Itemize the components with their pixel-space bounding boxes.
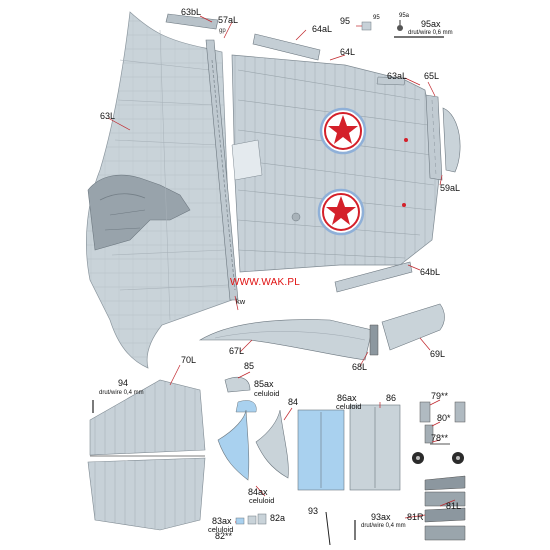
leader-lines <box>107 15 456 523</box>
label-68L: 68L <box>352 362 368 372</box>
label-81L: 81L <box>446 501 462 511</box>
label-95ax-sub: drut/wire 0,6 mm <box>408 30 453 36</box>
part-64bL <box>334 261 413 293</box>
label-64L: 64L <box>340 47 356 57</box>
label-95ax: 95ax <box>421 19 441 29</box>
label-57aL: 57aL <box>218 15 239 25</box>
label-64aL: 64aL <box>312 24 333 34</box>
part-95 <box>361 21 372 31</box>
label-95: 95 <box>340 16 351 26</box>
part-79 <box>419 401 466 423</box>
part-81R <box>424 507 466 541</box>
label-70L: 70L <box>181 355 197 365</box>
label-84ax-sub: celuloid <box>249 496 275 505</box>
label-79: 79** <box>431 391 449 401</box>
label-93: 93 <box>308 506 319 516</box>
part-59aL <box>442 107 461 173</box>
part-63aL <box>376 76 406 86</box>
part-84ax <box>217 409 250 481</box>
label-80: 80* <box>437 413 451 423</box>
label-57aL-gp: gp <box>219 28 226 34</box>
part-85ax <box>235 400 257 413</box>
part-63L <box>86 11 233 369</box>
label-95-top: 95 <box>373 15 380 21</box>
part-85 <box>224 377 251 393</box>
label-64bL: 64bL <box>420 267 441 277</box>
roundel-star-1 <box>319 107 367 155</box>
label-85: 85 <box>244 361 255 371</box>
label-63bL: 63bL <box>181 7 202 17</box>
label-82a: 82a <box>270 513 286 523</box>
part-64L <box>231 54 441 273</box>
part-57aL <box>205 39 239 301</box>
label-94: 94 <box>118 378 129 388</box>
label-83ax: 83ax <box>212 516 232 526</box>
label-85ax: 85ax <box>254 379 274 389</box>
label-93ax-sub: drut/wire 0,4 mm <box>361 523 406 529</box>
label-84ax: 84ax <box>248 487 268 497</box>
roundel-star-2 <box>317 188 365 236</box>
part-80 <box>424 424 434 444</box>
label-78: 78** <box>431 433 449 443</box>
part-84 <box>255 409 289 479</box>
label-93ax: 93ax <box>371 512 391 522</box>
label-85ax-sub: celuloid <box>254 389 280 398</box>
label-65L: 65L <box>424 71 440 81</box>
label-86ax-sub: celuloid <box>336 402 362 411</box>
part-65L <box>425 94 443 181</box>
part-70L <box>87 379 206 531</box>
label-kw: kw <box>236 297 246 306</box>
label-94-sub: drut/wire 0,4 mm <box>99 390 144 396</box>
part-63bL <box>165 13 219 30</box>
part-64aL <box>252 33 321 61</box>
part-69L <box>381 303 445 351</box>
label-67L: 67L <box>229 346 245 356</box>
wire-93 <box>325 511 331 546</box>
part-95a <box>397 20 403 31</box>
label-81R: 81R <box>407 512 424 522</box>
label-83ax-sub: celuloid <box>208 525 234 534</box>
part-81L <box>424 475 466 507</box>
part-67L <box>198 319 373 361</box>
part-78 <box>412 443 464 464</box>
label-69L: 69L <box>430 349 446 359</box>
label-86ax: 86ax <box>337 393 357 403</box>
label-95a: 95a <box>399 13 410 19</box>
part-82 <box>247 515 257 525</box>
label-63L: 63L <box>100 111 116 121</box>
part-83ax <box>235 517 245 525</box>
watermark: WWW.WAK.PL <box>230 277 300 288</box>
label-84: 84 <box>288 397 299 407</box>
part-68L <box>369 324 379 356</box>
part-82a <box>257 513 267 525</box>
label-86: 86 <box>386 393 397 403</box>
label-59aL: 59aL <box>440 183 461 193</box>
label-82: 82** <box>215 531 233 541</box>
label-63aL: 63aL <box>387 71 408 81</box>
